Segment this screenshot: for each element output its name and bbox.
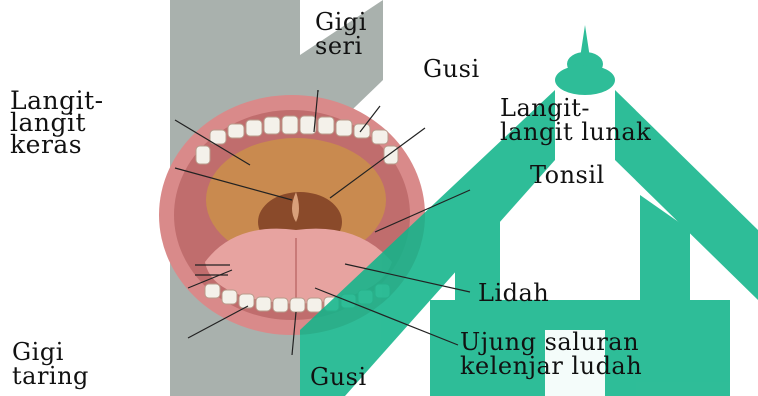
- label-langit-keras: Langit- langit keras: [10, 90, 104, 156]
- label-langit-lunak: Langit- langit lunak: [500, 96, 651, 144]
- label-gigi-taring: Gigi taring: [12, 340, 89, 388]
- label-gusi-bottom: Gusi: [310, 366, 367, 388]
- label-tonsil: Tonsil: [530, 164, 605, 186]
- label-gusi-top: Gusi: [423, 58, 480, 80]
- label-ujung-saluran: Ujung saluran kelenjar ludah: [460, 330, 642, 378]
- label-gigi-seri: Gigi seri: [315, 10, 367, 58]
- label-lidah: Lidah: [478, 282, 549, 304]
